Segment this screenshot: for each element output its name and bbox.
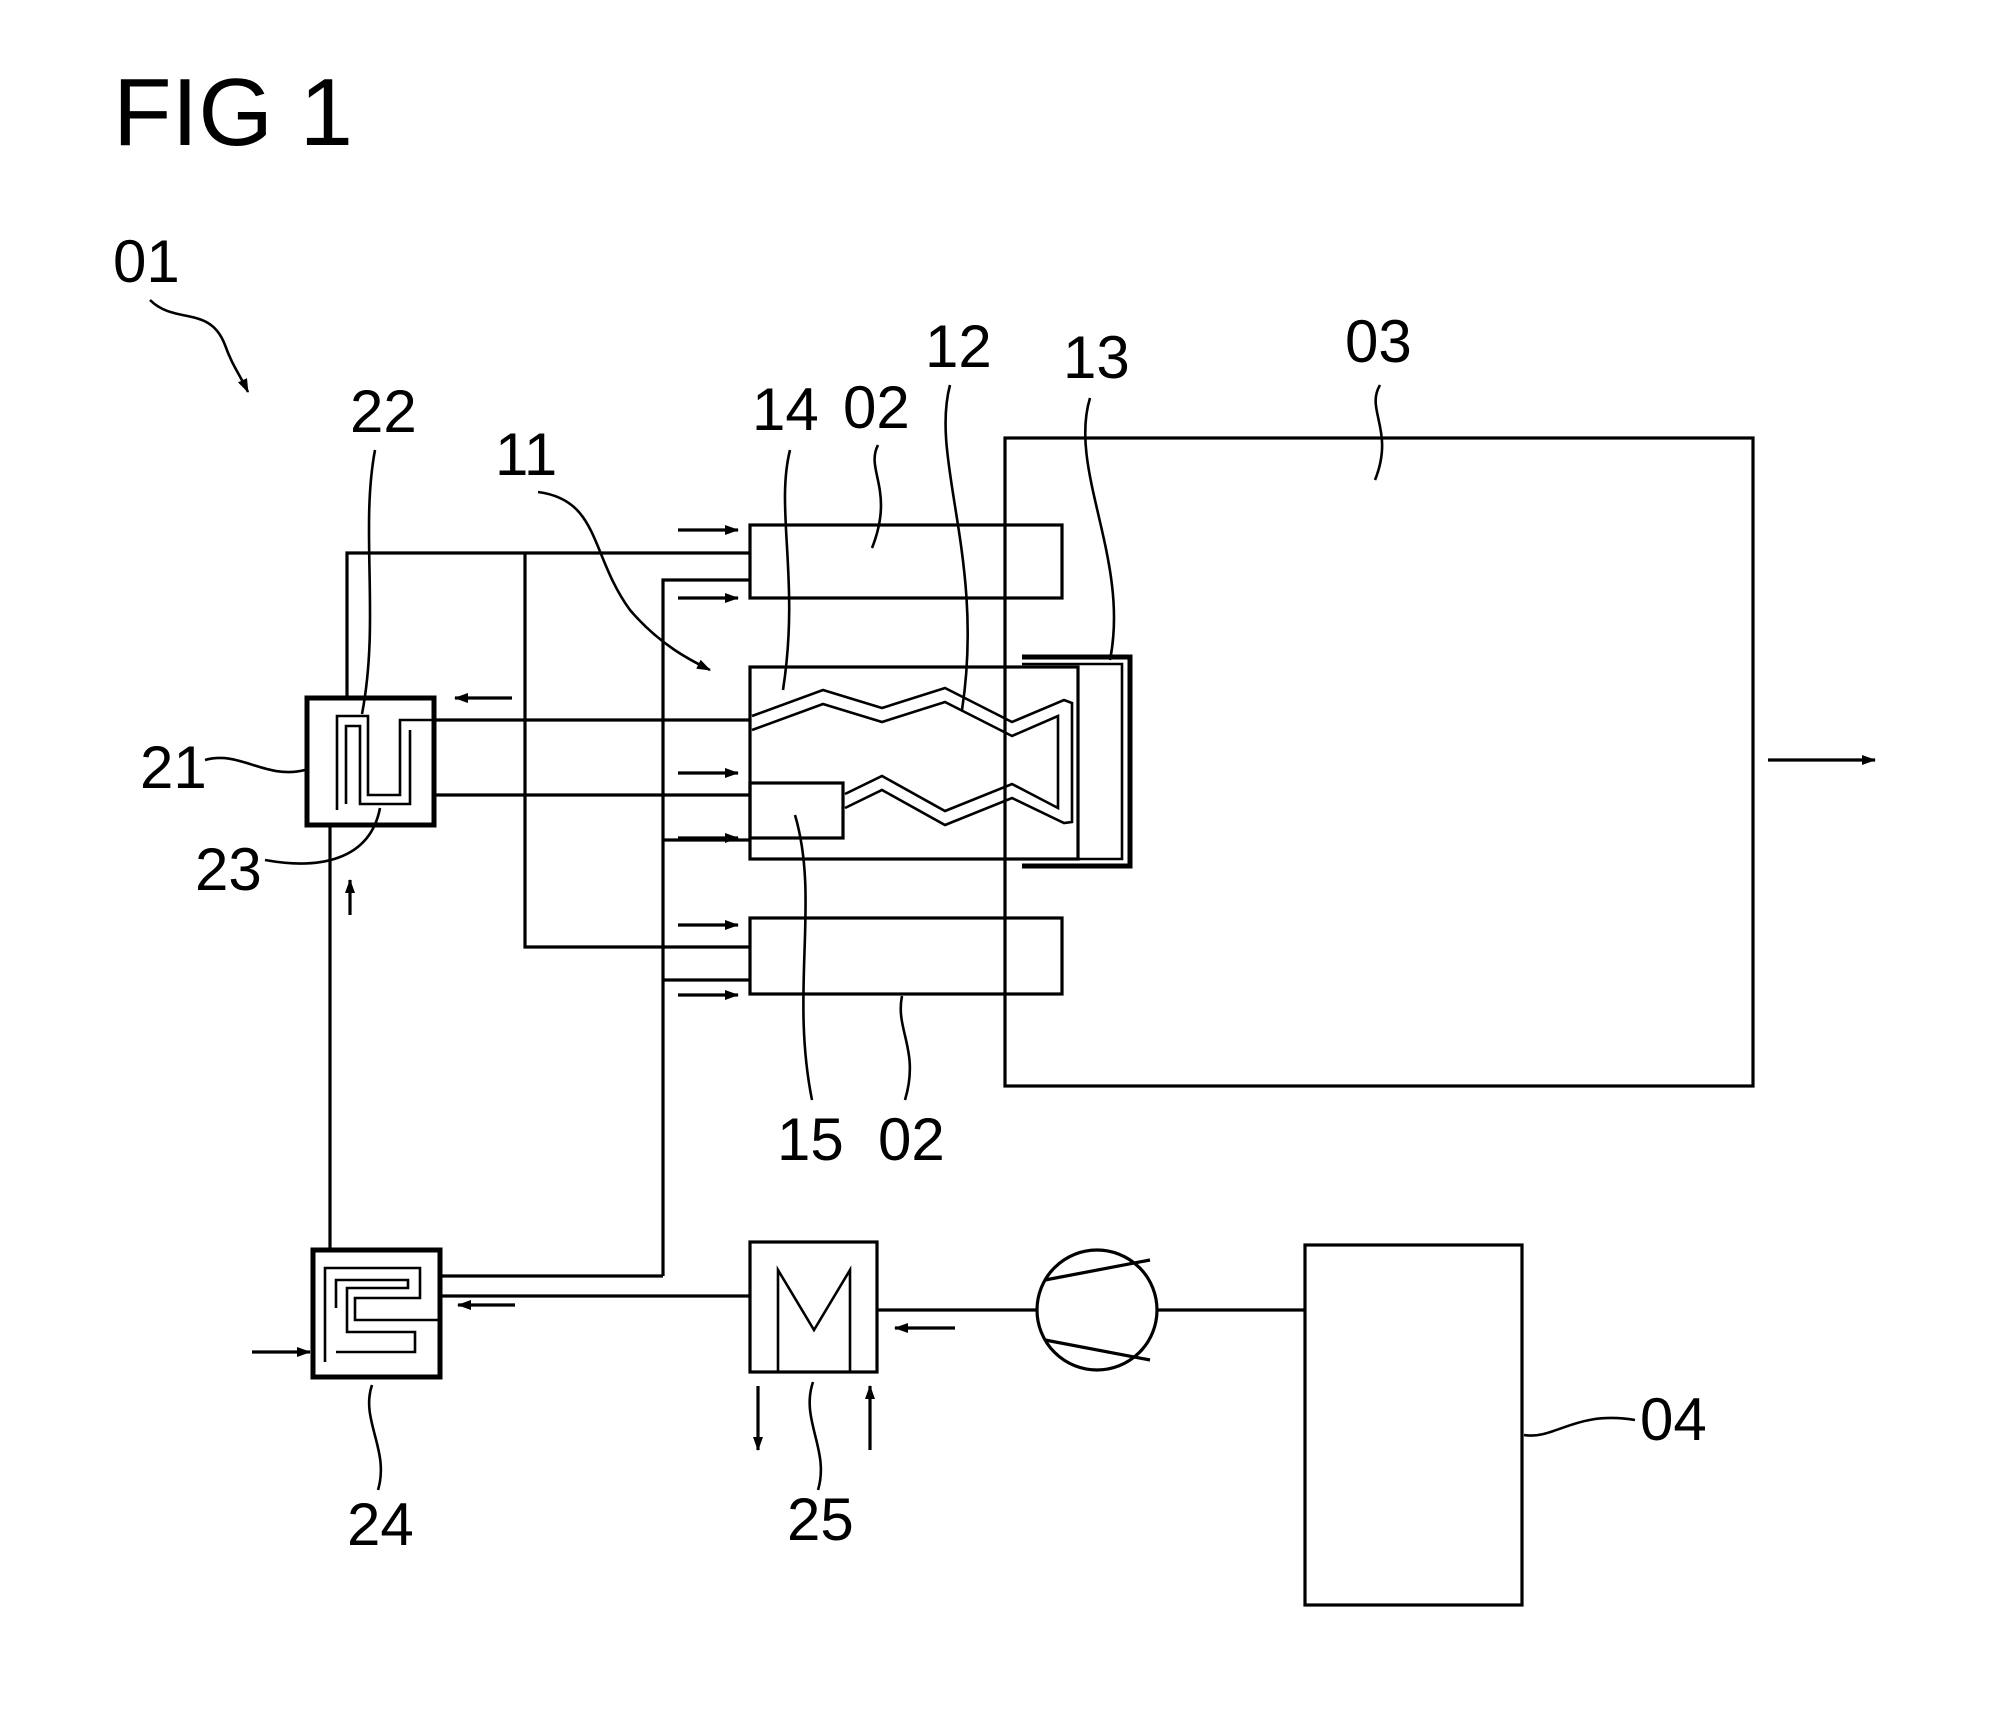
exchanger-channel-23-leader <box>264 807 382 865</box>
cooler-leader <box>808 1381 823 1491</box>
cooler-coil <box>776 1265 852 1372</box>
system-leader-arrow <box>149 299 250 393</box>
label-system-01: 01 <box>113 228 180 295</box>
furnace-box-03 <box>1003 436 1755 1088</box>
unit-04 <box>1303 1243 1524 1607</box>
label-jacket-13: 13 <box>1063 324 1130 391</box>
label-burner-bottom-02: 02 <box>878 1106 945 1173</box>
compressor-symbol <box>1035 1248 1159 1372</box>
compressor-blade-bottom <box>1044 1338 1151 1362</box>
exchanger-channel-23 <box>344 724 412 806</box>
burner-top-leader <box>870 444 883 549</box>
compressor-blade-top <box>1044 1258 1151 1282</box>
label-cooler-25: 25 <box>787 1486 854 1553</box>
exchanger-channel-22 <box>335 714 436 810</box>
flow-path-12-inner <box>751 700 1060 813</box>
cooler-25 <box>748 1240 879 1374</box>
label-burner-housing-14: 14 <box>752 376 819 443</box>
label-furnace-03: 03 <box>1345 308 1412 375</box>
exchanger-channel-22-leader <box>360 449 377 715</box>
supply-riser <box>661 578 750 1276</box>
label-flow-path-12: 12 <box>925 313 992 380</box>
preheater-coil-inner <box>334 1278 417 1354</box>
label-unit-04: 04 <box>1640 1386 1707 1453</box>
unit-04-leader <box>1523 1416 1636 1437</box>
jacket-leader <box>1083 397 1116 661</box>
jacket-13-inner <box>1022 662 1124 861</box>
burner-assembly-leader <box>537 490 711 672</box>
burner-bottom-leader <box>899 995 912 1101</box>
supply-branch-bottom-burner <box>523 553 750 949</box>
label-burner-insert-15: 15 <box>777 1106 844 1173</box>
flow-path-leader <box>944 384 969 711</box>
label-burner-assembly-11: 11 <box>495 421 557 488</box>
label-burner-top-02: 02 <box>843 374 910 441</box>
furnace-leader <box>1373 384 1384 481</box>
label-preheater-24: 24 <box>347 1491 414 1558</box>
burner-housing-14 <box>748 665 1080 861</box>
label-exchanger-channel-22: 22 <box>350 378 417 445</box>
preheater-leader <box>367 1384 383 1491</box>
heat-exchanger-21 <box>304 695 437 828</box>
jacket-13-outer <box>1022 654 1133 869</box>
label-exchanger-channel-23: 23 <box>195 836 262 903</box>
burner-insert-15 <box>748 781 845 840</box>
flow-path-12-outer <box>751 686 1074 827</box>
heat-exchanger-leader <box>204 756 306 774</box>
figure-title: FIG 1 <box>113 59 353 166</box>
label-heat-exchanger-21: 21 <box>140 734 207 801</box>
burner-insert-leader <box>793 814 814 1101</box>
burner-top-02 <box>748 523 1064 600</box>
preheater-24 <box>310 1247 443 1380</box>
supply-line-top <box>345 551 750 698</box>
preheater-coil-outer <box>323 1266 440 1362</box>
burner-housing-leader <box>781 449 792 691</box>
burner-bottom-02 <box>748 916 1064 996</box>
